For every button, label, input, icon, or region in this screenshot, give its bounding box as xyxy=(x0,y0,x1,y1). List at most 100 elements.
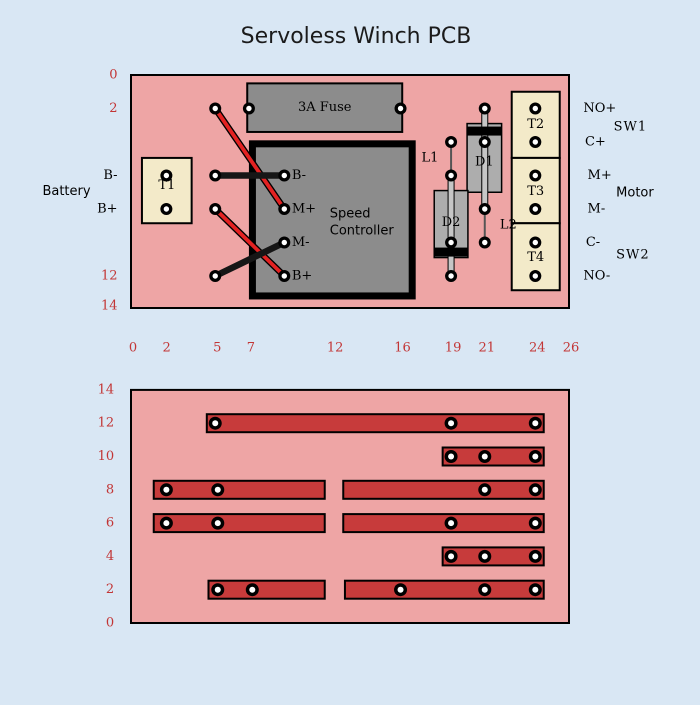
bottom-y-tick-8: 8 xyxy=(106,482,114,497)
trace-row10-1 xyxy=(441,446,545,467)
x-tick-5: 5 xyxy=(213,341,221,356)
label-Battery: Battery xyxy=(42,184,90,199)
top-pad-13-hole xyxy=(448,273,454,279)
label-Motor: Motor xyxy=(616,186,654,201)
top-pad-5-hole xyxy=(397,105,404,112)
bottom-pad-r10-1-hole xyxy=(481,453,488,460)
diode-band-D2 xyxy=(434,247,468,257)
trace-row2-7 xyxy=(207,579,326,600)
trace-row8-2 xyxy=(152,479,326,500)
label-C+: C+ xyxy=(585,135,606,150)
bottom-y-tick-2: 2 xyxy=(106,582,114,597)
bottom-pad-r10-2-hole xyxy=(532,453,539,460)
top-pad-21-hole xyxy=(532,139,539,145)
x-tick-7: 7 xyxy=(247,341,255,356)
bottom-y-tick-14: 14 xyxy=(98,382,115,397)
wire-red-1 xyxy=(213,207,287,278)
bottom-pad-r8-0-hole xyxy=(163,486,170,493)
bottom-pad-r8-0-hole xyxy=(481,486,488,493)
label-M-: M- xyxy=(588,202,606,217)
top-pad-19-hole xyxy=(163,206,170,212)
bottom-pad-r12-2-hole xyxy=(532,420,539,427)
bottom-pad-r4-2-hole xyxy=(532,553,539,560)
bottom-pad-r10-0-hole xyxy=(448,453,455,460)
fuse xyxy=(246,82,404,133)
trace-row8-3 xyxy=(342,479,545,500)
bottom-pad-r2-0-hole xyxy=(397,586,404,593)
bottom-pad-r2-1-hole xyxy=(481,586,488,593)
x-tick-26: 26 xyxy=(563,341,580,356)
top-pad-12-hole xyxy=(448,239,454,246)
top-pad-11-hole xyxy=(448,172,454,179)
terminal-label-T3: T3 xyxy=(527,184,544,199)
bottom-pad-r12-1-hole xyxy=(448,420,455,427)
x-tick-19: 19 xyxy=(445,341,462,356)
x-tick-21: 21 xyxy=(478,341,495,356)
x-tick-2: 2 xyxy=(163,341,171,356)
label-M+: M+ xyxy=(588,168,612,183)
top-pad-4-hole xyxy=(246,105,252,112)
bottom-pad-r4-0-hole xyxy=(448,553,455,560)
terminal-label-T2: T2 xyxy=(527,117,544,132)
label-B-: B- xyxy=(103,168,117,183)
top-pad-0-hole xyxy=(212,105,218,112)
x-tick-12: 12 xyxy=(327,341,344,356)
controller-pin-label-M-: M- xyxy=(292,235,310,250)
bottom-pad-r12-0-hole xyxy=(212,420,219,427)
bottom-pad-r6-1-hole xyxy=(214,520,221,527)
top-pad-18-hole xyxy=(163,172,170,179)
bottom-pad-r8-1-hole xyxy=(214,486,221,493)
top-pad-23-hole xyxy=(532,206,539,212)
label-SW1: SW1 xyxy=(614,119,648,134)
top-pad-8-hole xyxy=(281,239,287,246)
speed-controller-label-1: Speed xyxy=(330,207,371,222)
bottom-pad-r6-1-hole xyxy=(532,520,539,527)
terminal-label-T1: T1 xyxy=(158,178,175,193)
trace-row4-6 xyxy=(441,546,545,567)
label-B+: B+ xyxy=(97,202,117,217)
bottom-pad-r6-0-hole xyxy=(448,520,455,527)
speed-controller-label-2: Controller xyxy=(330,223,395,238)
bottom-pad-r2-2-hole xyxy=(532,586,539,593)
diode-band-D1 xyxy=(467,126,502,136)
trace-row6-4 xyxy=(152,513,326,534)
top-pad-1-hole xyxy=(212,172,218,179)
trace-row6-5 xyxy=(342,513,545,534)
bottom-pad-r8-1-hole xyxy=(532,486,539,493)
top-y-tick-12: 12 xyxy=(101,269,118,284)
top-pad-9-hole xyxy=(281,273,287,279)
x-tick-0: 0 xyxy=(129,341,137,356)
fuse-label: 3A Fuse xyxy=(298,100,352,115)
label-SW2: SW2 xyxy=(616,248,650,263)
top-pad-22-hole xyxy=(532,172,539,179)
trace-row12-0 xyxy=(205,413,545,434)
top-pad-17-hole xyxy=(482,239,488,246)
wire-red-0 xyxy=(213,106,287,211)
controller-pin-label-B+: B+ xyxy=(292,269,312,284)
terminal-label-T4: T4 xyxy=(527,250,544,265)
label-NO+: NO+ xyxy=(583,101,616,116)
controller-pin-label-B-: B- xyxy=(292,168,306,183)
bottom-pad-r6-0-hole xyxy=(163,520,170,527)
bottom-y-tick-6: 6 xyxy=(106,516,114,531)
top-y-tick-0: 0 xyxy=(109,68,117,83)
terminal-T1 xyxy=(140,156,193,225)
top-pad-24-hole xyxy=(532,239,539,246)
bottom-y-tick-4: 4 xyxy=(106,549,114,564)
diode-label-D2: D2 xyxy=(442,215,461,230)
top-pad-10-hole xyxy=(448,139,454,145)
top-pad-14-hole xyxy=(482,105,488,112)
top-pad-3-hole xyxy=(212,273,218,279)
diagram-title: Servoless Winch PCB xyxy=(240,24,472,49)
bottom-pad-r2-1-hole xyxy=(249,586,256,593)
label-C-: C- xyxy=(586,235,600,250)
x-tick-16: 16 xyxy=(394,341,411,356)
top-pad-7-hole xyxy=(281,206,287,212)
top-pad-6-hole xyxy=(281,172,287,179)
top-y-tick-14: 14 xyxy=(101,299,118,314)
top-pad-25-hole xyxy=(532,273,539,279)
top-y-tick-2: 2 xyxy=(109,101,117,116)
trace-row2-8 xyxy=(343,579,545,600)
